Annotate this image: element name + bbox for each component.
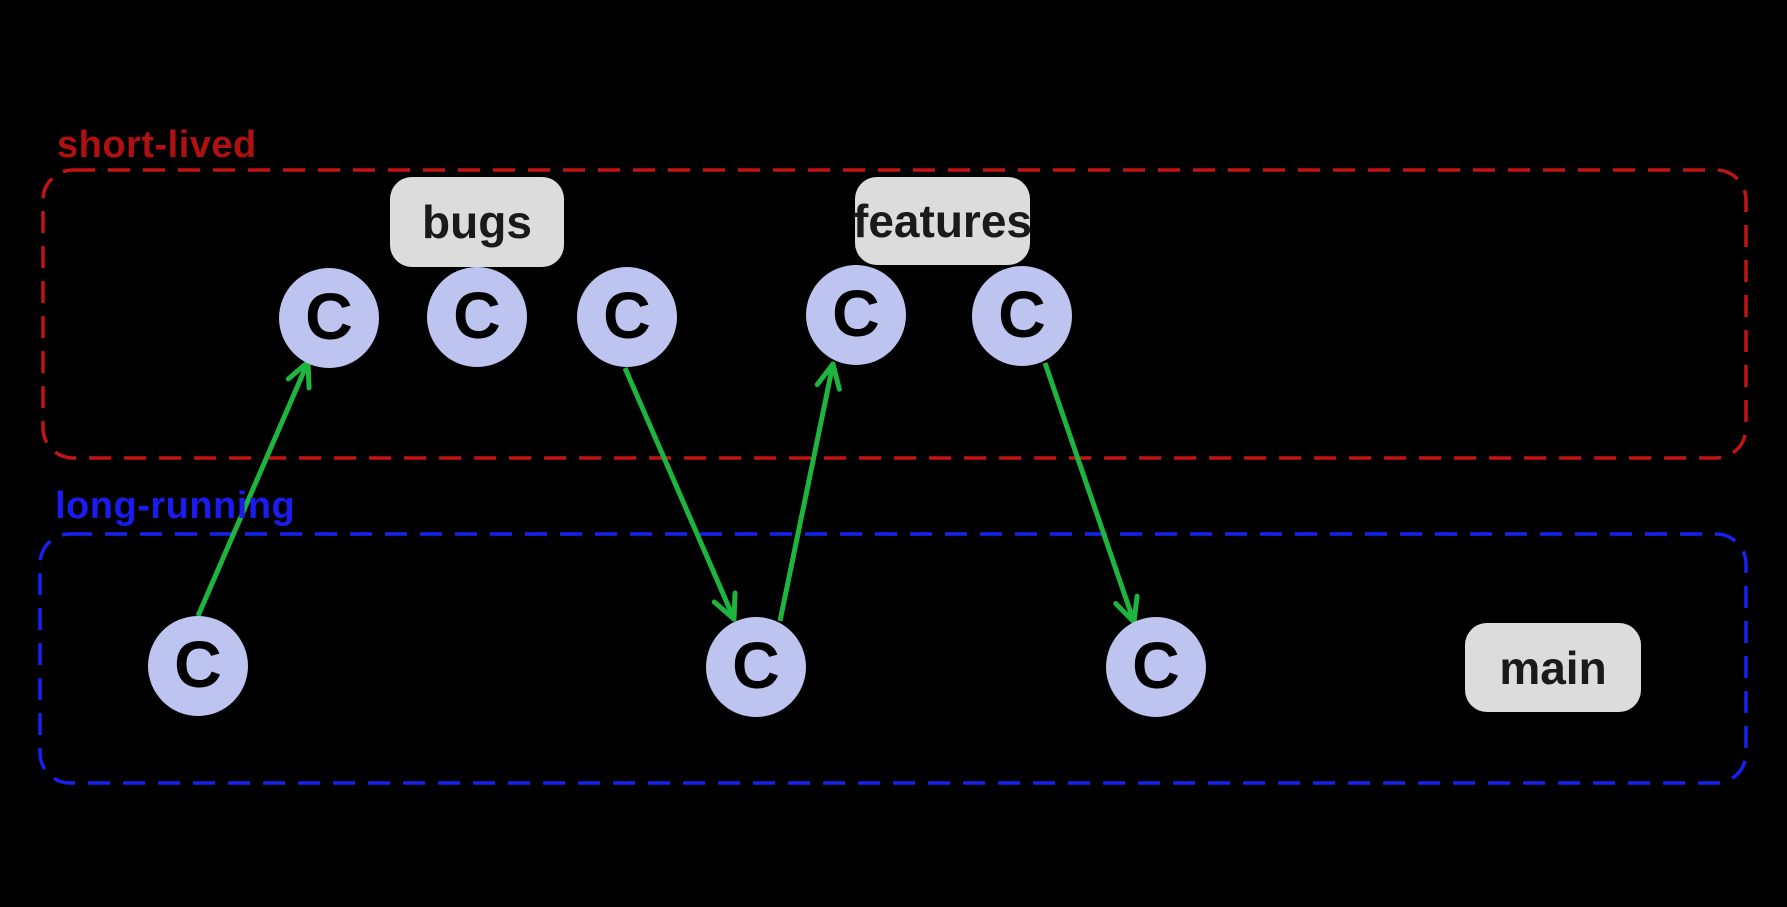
merge-arrow-head bbox=[711, 599, 737, 622]
long-running-region-label: long-running bbox=[55, 485, 296, 527]
commit-node-short-lived: C bbox=[972, 266, 1072, 366]
merge-arrow-head bbox=[305, 359, 312, 391]
commit-node-long-running: C bbox=[148, 616, 248, 716]
branch-tag-features: features bbox=[853, 177, 1032, 265]
short-lived-region-box bbox=[41, 168, 1748, 460]
commit-node-long-running: C bbox=[706, 617, 806, 717]
merge-arrow-head bbox=[285, 359, 311, 382]
merge-arrow-head bbox=[1113, 601, 1137, 625]
short-lived-region-label: short-lived bbox=[57, 124, 257, 166]
branch-tag-bugs: bugs bbox=[390, 177, 564, 267]
merge-arrow-line bbox=[777, 363, 836, 622]
merge-arrow-head bbox=[731, 590, 738, 622]
commit-node-short-lived: C bbox=[279, 268, 379, 368]
merge-arrow-line bbox=[622, 367, 737, 620]
merge-arrow-head bbox=[814, 361, 836, 388]
long-running-region-box bbox=[38, 532, 1748, 785]
commit-node-short-lived: C bbox=[427, 267, 527, 367]
merge-arrow-line bbox=[195, 361, 311, 617]
arrows-layer bbox=[195, 359, 1140, 625]
commit-node-short-lived: C bbox=[806, 265, 906, 365]
commit-node-short-lived: C bbox=[577, 267, 677, 367]
merge-arrow-head bbox=[1131, 593, 1140, 625]
merge-arrow-head bbox=[830, 361, 842, 392]
commit-node-long-running: C bbox=[1106, 617, 1206, 717]
branch-tag-main: main bbox=[1465, 623, 1641, 712]
merge-arrow-line bbox=[1042, 362, 1137, 623]
